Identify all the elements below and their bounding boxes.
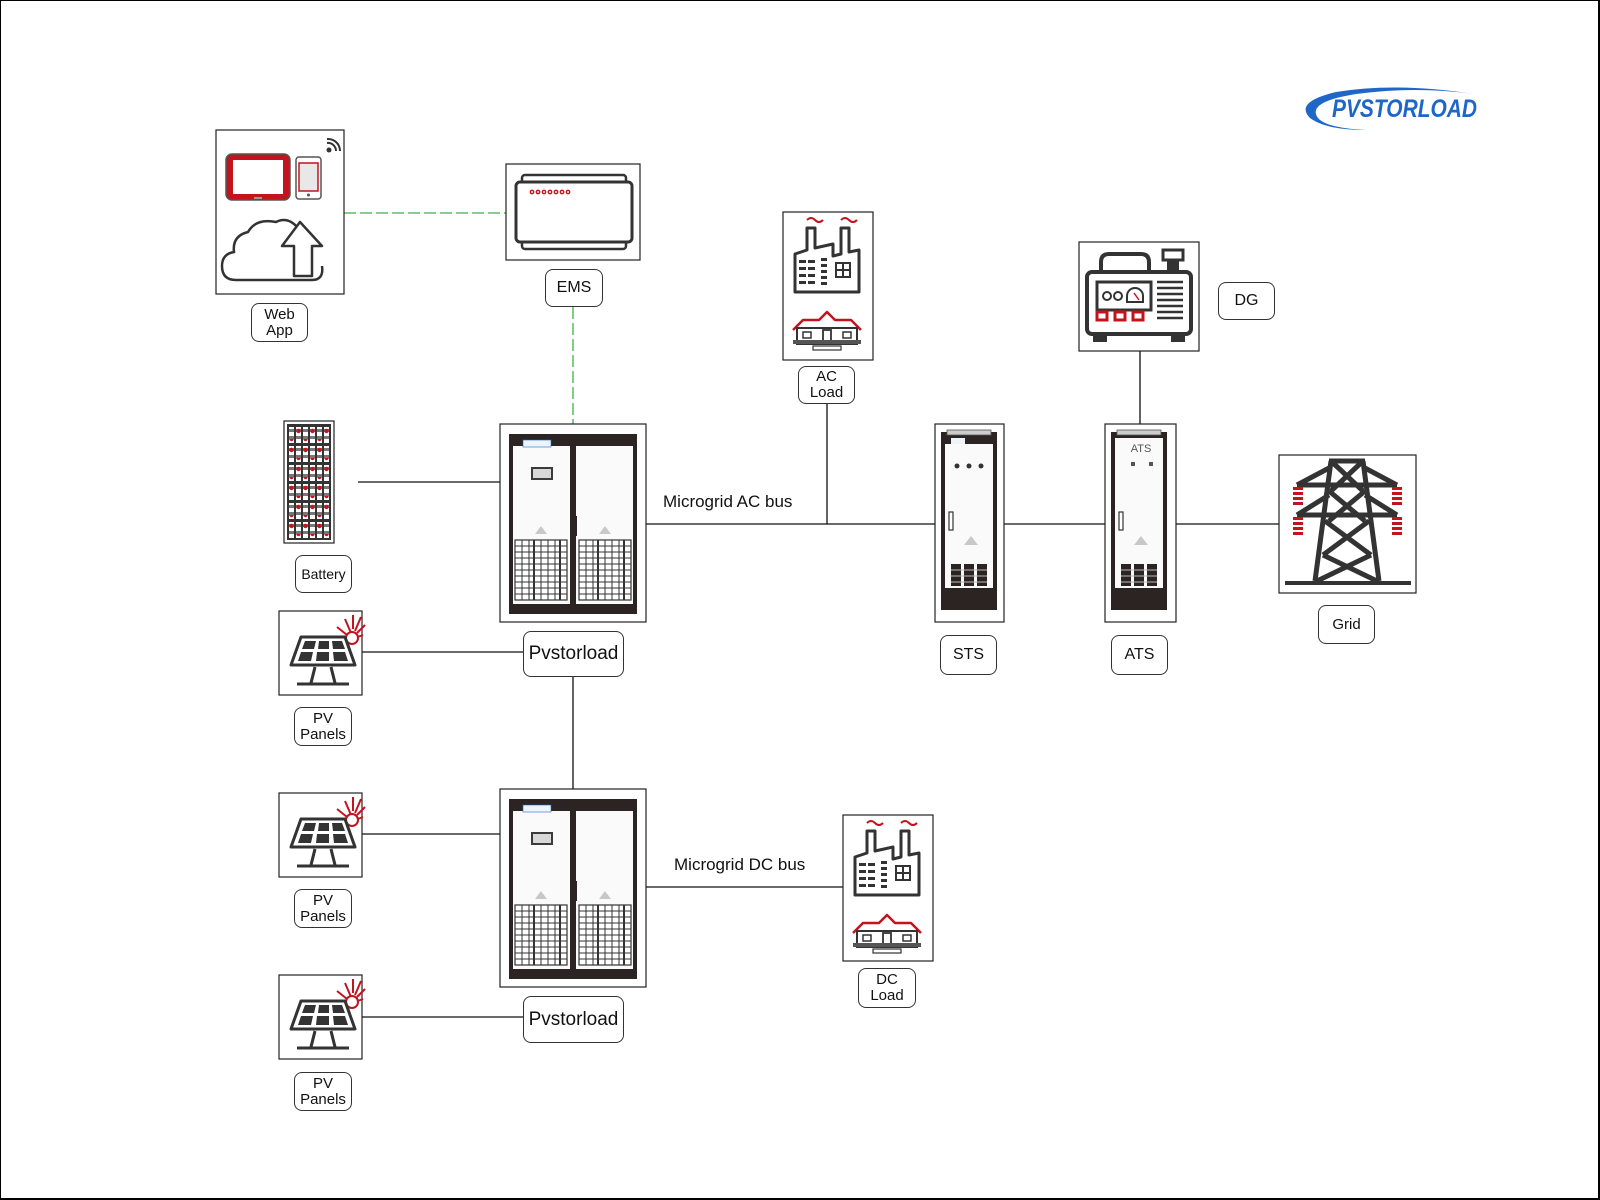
- label-line: DC: [876, 971, 898, 988]
- label-text: Grid: [1332, 615, 1361, 633]
- pv-panels-3-node[interactable]: [278, 974, 367, 1060]
- sts-node[interactable]: [934, 423, 1005, 623]
- pvstorload-1-node[interactable]: [499, 423, 647, 623]
- pv-panels-2-node[interactable]: [278, 792, 367, 878]
- ats-cabinet-text: ATS: [1131, 443, 1152, 455]
- label-dg[interactable]: DG: [1218, 282, 1275, 320]
- label-line: Panels: [300, 907, 346, 925]
- label-ems[interactable]: EMS: [545, 269, 603, 307]
- ats-cabinet-icon: ATS: [1110, 429, 1168, 611]
- logo-text: PVSTORLOAD: [1332, 95, 1477, 123]
- ac-load-node[interactable]: [782, 211, 874, 361]
- label-line: PV: [312, 709, 333, 727]
- label-text: STS: [952, 646, 985, 663]
- pvstorload-logo: PVSTORLOAD: [1305, 87, 1477, 130]
- transmission-tower-icon: [1285, 458, 1411, 585]
- ems-node[interactable]: [505, 163, 641, 261]
- web-app-node[interactable]: [215, 129, 345, 295]
- label-line: App: [266, 321, 293, 339]
- dg-node[interactable]: [1078, 241, 1200, 352]
- ats-node[interactable]: ATS: [1104, 423, 1177, 623]
- label-text: Pvstorload: [528, 1008, 619, 1030]
- label-line: PV: [312, 891, 333, 909]
- dc-load-node[interactable]: [842, 814, 934, 962]
- label-sts[interactable]: STS: [940, 635, 997, 675]
- insulator-icons: [1293, 487, 1402, 535]
- pvstorload-2-node[interactable]: [499, 788, 647, 988]
- cloud-upload-icon: [220, 218, 324, 282]
- label-text: ATS: [1124, 646, 1155, 663]
- wifi-icon: [326, 137, 342, 153]
- label-ats[interactable]: ATS: [1111, 635, 1168, 675]
- label-text: Pvstorload: [528, 643, 619, 664]
- label-text: DG: [1234, 292, 1259, 309]
- ac-bus-label: Microgrid AC bus: [663, 492, 793, 511]
- label-line: PV: [312, 1074, 333, 1092]
- inverter-cabinet-icon: [502, 792, 644, 984]
- inverter-cabinet-icon: [502, 427, 644, 619]
- battery-rack-icon: [287, 424, 331, 540]
- label-grid[interactable]: Grid: [1318, 605, 1375, 644]
- phone-icon: [295, 156, 322, 200]
- battery-node[interactable]: [283, 420, 335, 544]
- label-text: EMS: [556, 279, 592, 296]
- dc-bus-label: Microgrid DC bus: [674, 855, 806, 874]
- diesel-generator-icon: [1085, 248, 1193, 342]
- sts-cabinet-icon: [940, 429, 998, 611]
- label-line: Web: [264, 305, 295, 323]
- label-line: Panels: [300, 725, 346, 743]
- label-pvstorload-2[interactable]: Pvstorload: [523, 996, 624, 1043]
- tablet-icon: [225, 153, 291, 201]
- label-text: Battery: [301, 566, 346, 582]
- label-line: Panels: [300, 1090, 346, 1108]
- label-line: Load: [870, 987, 904, 1004]
- grid-node[interactable]: [1278, 454, 1417, 594]
- label-line: Load: [809, 384, 844, 401]
- pv-panels-1-node[interactable]: [278, 610, 367, 696]
- ems-controller-icon: [514, 173, 634, 251]
- label-battery[interactable]: Battery: [295, 555, 352, 593]
- label-line: AC: [816, 368, 837, 385]
- label-pvstorload-1[interactable]: Pvstorload: [523, 631, 624, 677]
